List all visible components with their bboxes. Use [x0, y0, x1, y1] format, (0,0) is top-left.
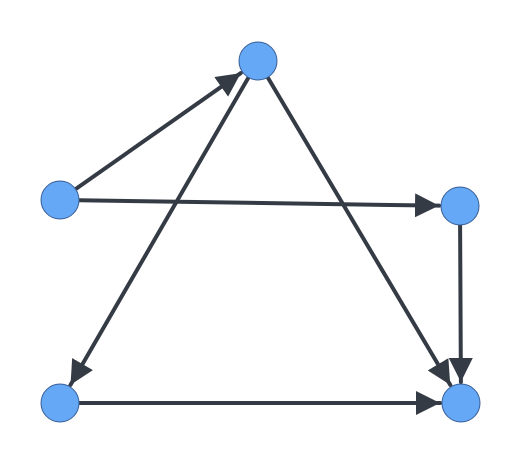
node-top: [238, 41, 278, 81]
edge-top-to-bottom-left: [68, 75, 251, 387]
edge-left-to-top: [73, 71, 243, 192]
node-bottom-left: [40, 383, 80, 423]
edge-left-to-right: [76, 193, 442, 218]
node-right: [440, 186, 480, 226]
node-left: [40, 180, 80, 220]
node-bottom-right: [441, 383, 481, 423]
edges: [68, 71, 473, 415]
edge-right-to-bottom-right: [448, 222, 473, 385]
nodes: [40, 41, 481, 423]
edge-top-to-bottom-right: [265, 75, 453, 387]
